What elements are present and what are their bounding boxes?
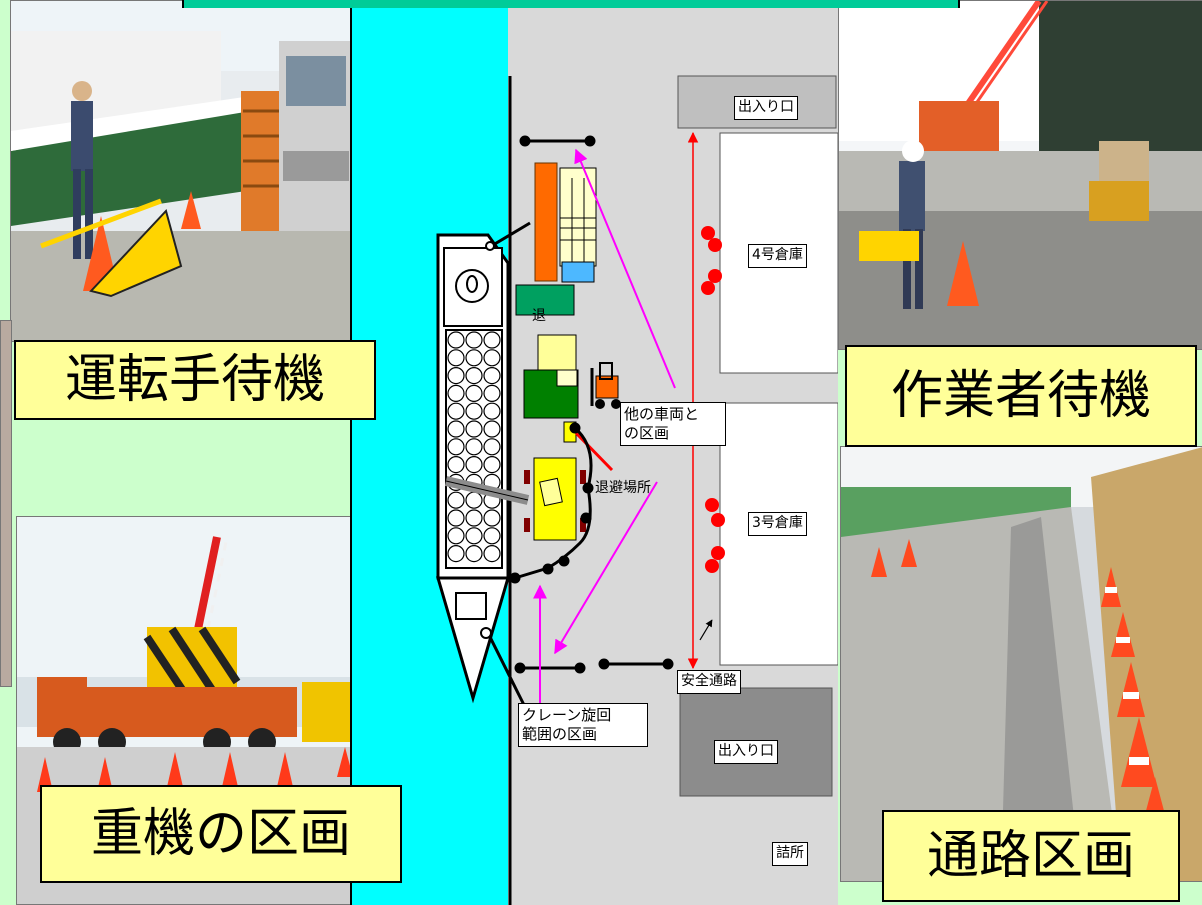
label-other-vehicle-line2: の区画: [624, 423, 670, 442]
ship-hold-cell: [465, 367, 483, 385]
ship-hold-cell: [483, 402, 501, 420]
caption-driver-waiting: 運転手待機: [14, 340, 376, 420]
caption-worker-waiting: 作業者待機: [845, 345, 1197, 447]
ship-hold-cell: [483, 544, 501, 563]
label-crane-swing-zone: クレーン旋回 範囲の区画: [518, 703, 648, 747]
label-other-vehicle-zone: 他の車両と の区画: [620, 402, 726, 446]
ship-hold-cell: [447, 544, 465, 563]
truck: [534, 162, 597, 283]
ship-hold-cell: [465, 384, 483, 402]
ship-hold-cell: [447, 509, 465, 527]
photo-driver-waiting-art: [11, 1, 351, 341]
label-crane-line2: 範囲の区画: [522, 724, 598, 743]
forklift-icon: [590, 362, 621, 409]
label-other-vehicle-line1: 他の車両と: [624, 405, 700, 423]
ship-hold-cell: [483, 509, 501, 527]
refuge-pointer: [574, 431, 614, 472]
traffic-cones: [701, 226, 725, 573]
ship-hold-cell: [447, 456, 465, 474]
ship-hold-cell: [483, 384, 501, 402]
label-warehouse-4: 4号倉庫: [748, 244, 807, 268]
ship-hold-cell: [465, 331, 483, 349]
ship-hold-cell: [447, 331, 465, 349]
ship-hold-cell: [447, 384, 465, 402]
ship-hold-cell: [465, 402, 483, 420]
label-entrance-top: 出入り口: [734, 96, 798, 120]
cargo-coil: [556, 369, 578, 387]
ship-hold-cell: [483, 331, 501, 349]
ship-hold-cell: [447, 349, 465, 367]
site-layout-diagram: 退: [350, 8, 838, 905]
label-guard-post: 詰所: [772, 842, 808, 866]
label-entrance-bottom: 出入り口: [714, 740, 778, 764]
photo-passage-zone: [840, 446, 1202, 882]
caption-heavy-zone: 重機の区画: [40, 785, 402, 883]
arrow-safe-passage-label: [699, 619, 713, 641]
photo-driver-waiting: [10, 0, 352, 342]
ship-hold-cell: [465, 456, 483, 474]
label-crane-line1: クレーン旋回: [522, 706, 612, 724]
photo-worker-waiting: [838, 0, 1202, 350]
label-refuge: 退避場所: [595, 480, 651, 496]
ship-hold-cell: [447, 367, 465, 385]
ship-hold-grid: [447, 331, 501, 563]
ship-hold-cell: [483, 527, 501, 545]
label-safe-passage: 安全通路: [677, 670, 741, 694]
ship-hold-cell: [465, 509, 483, 527]
crane-boom-outline: [445, 480, 529, 501]
ship-hold-cell: [447, 420, 465, 438]
crane-vehicle: [524, 457, 586, 541]
ship-hold-cell: [483, 420, 501, 438]
ship-hold-cell: [483, 438, 501, 456]
ship-hold-cell: [483, 456, 501, 474]
arrow-other-vehicle-up: [574, 148, 676, 389]
ship-hold-cell: [447, 438, 465, 456]
top-frame-strip: [182, 0, 960, 8]
barrier-chains: [509, 135, 674, 674]
ship-hold-cell: [465, 438, 483, 456]
ship-hold-cell: [447, 491, 465, 509]
ship-hold-cell: [483, 367, 501, 385]
photo-worker-waiting-art: [839, 1, 1202, 349]
ship-hold-cell: [447, 402, 465, 420]
photo-passage-zone-art: [841, 447, 1202, 881]
cargo-block-yellow: [537, 334, 577, 374]
arrow-other-vehicle-down: [554, 481, 658, 655]
ship-hold-cell: [483, 349, 501, 367]
refuge-sign-glyph: 退: [532, 308, 546, 324]
ship-hold-cell: [465, 544, 483, 563]
ship-hold-cell: [447, 527, 465, 545]
ship-hold-cell: [465, 527, 483, 545]
caption-passage-zone: 通路区画: [882, 810, 1180, 902]
ship-hold-cell: [465, 349, 483, 367]
ship-hold-cell: [465, 420, 483, 438]
ship: [436, 221, 531, 714]
refuge-sign-green: [515, 284, 575, 316]
photo-left-strip: [0, 320, 12, 687]
label-warehouse-3: 3号倉庫: [748, 512, 807, 536]
